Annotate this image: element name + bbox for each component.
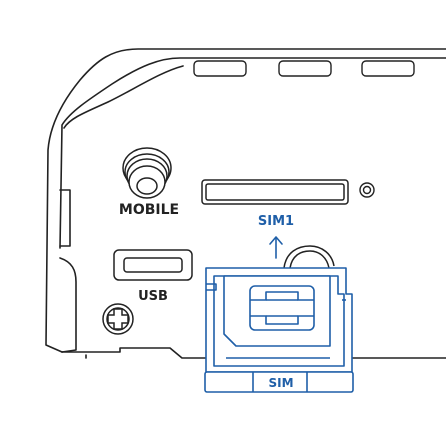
secondary-connector [283,245,335,269]
device-housing [45,48,446,359]
phillips-screw-icon [102,303,134,335]
usb-port [113,249,193,281]
sim-tray-label: SIM [268,376,293,390]
sim-tray [204,267,354,393]
top-vents [193,60,415,77]
sim1-slot [201,179,349,205]
sim1-label: SIM1 [258,214,294,229]
mobile-label: MOBILE [119,202,179,218]
arrow-up-icon [269,236,283,259]
indicator-led-icon [359,182,375,198]
usb-label: USB [138,289,168,304]
coaxial-connector-icon [122,147,172,199]
